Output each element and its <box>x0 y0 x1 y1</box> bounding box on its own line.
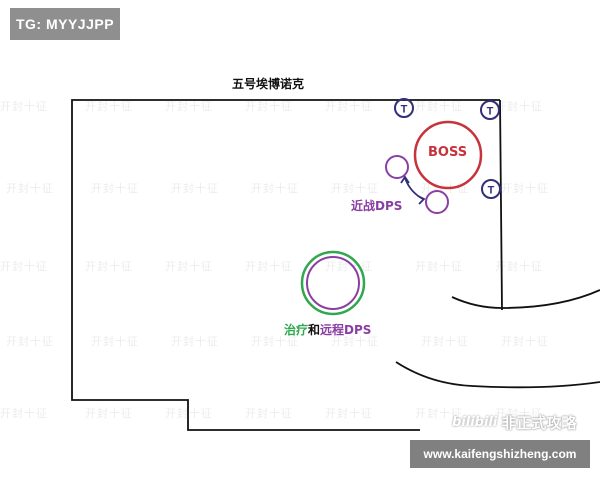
tank-marker-3-label: T <box>488 185 495 197</box>
ranged-label: 远程DPS <box>320 323 372 337</box>
boss-circle <box>413 120 483 190</box>
watermark-brand-text: 非正式攻略 <box>501 414 577 432</box>
corridor-wall-upper <box>451 289 600 309</box>
url-banner: www.kaifengshizheng.com <box>410 440 590 468</box>
tank-marker-1-label: T <box>401 104 408 116</box>
tank-marker-3: T <box>481 179 501 199</box>
corridor-wall-lower <box>395 361 600 389</box>
healer-ring <box>300 250 366 316</box>
room-wall <box>71 99 500 431</box>
watermark-brand: bilibili 非正式攻略 <box>452 412 576 433</box>
boss-label: BOSS <box>428 145 468 160</box>
and-label: 和 <box>308 323 321 337</box>
map-title: 五号埃博诺克 <box>232 77 305 91</box>
healer-label: 治疗 <box>284 323 309 337</box>
melee-label: 近战DPS <box>351 199 403 213</box>
melee-position-1 <box>385 155 409 179</box>
bilibili-logo-icon: bilibili <box>452 415 498 430</box>
melee-arrow-head-1 <box>400 175 410 184</box>
melee-position-2 <box>425 190 449 214</box>
tank-marker-2: T <box>480 100 500 120</box>
tank-marker-1: T <box>394 98 414 118</box>
tg-tag: TG: MYYJJPP <box>10 8 120 40</box>
melee-arrow-head-2 <box>417 195 426 205</box>
healer-ranged-label: 治疗和远程DPS <box>284 321 371 338</box>
tank-marker-2-label: T <box>487 106 494 118</box>
ranged-ring <box>306 256 360 310</box>
room-wall-right-upper <box>499 99 503 311</box>
